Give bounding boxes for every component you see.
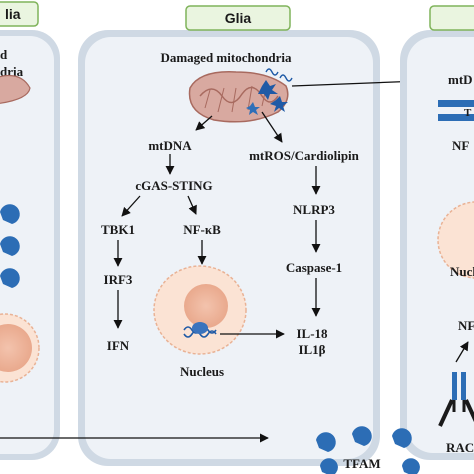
tfam-icon	[402, 458, 420, 474]
tbk1-label: TBK1	[101, 222, 135, 237]
right-header-box	[429, 5, 474, 31]
receptor-icon	[438, 100, 474, 121]
dna-binding-icon	[183, 322, 217, 338]
mtros-cardiolipin-label: mtROS/Cardiolipin	[249, 148, 360, 163]
arrow-mito-to-mtdna	[195, 115, 213, 131]
glia-header-label: Glia	[225, 10, 252, 26]
rac-receptor-icon	[438, 372, 474, 427]
tfam-icon	[0, 268, 20, 288]
right-t-label: T	[464, 107, 472, 119]
glia-nucleus	[153, 265, 247, 355]
left-header-box	[0, 1, 39, 27]
arrow-mito-to-mtros	[261, 111, 283, 143]
ifn-label: IFN	[107, 338, 130, 353]
right-mtd-label: mtD	[448, 72, 473, 87]
nfkb-label: NF-κB	[183, 222, 221, 237]
right-nf-label-1: NF	[452, 138, 469, 153]
tfam-icon	[352, 426, 372, 446]
damaged-mitochondria-icon	[188, 68, 293, 123]
mtdna-label: mtDNA	[148, 138, 192, 153]
damaged-mitochondria-label: Damaged mitochondria	[160, 50, 292, 65]
left-tfam-group	[0, 204, 20, 288]
right-nucleus-label: Nucl	[450, 264, 474, 279]
left-mitochondria-partial	[0, 75, 31, 104]
il18-label: IL-18	[296, 326, 328, 341]
tfam-icon	[316, 432, 336, 452]
glia-header-box	[185, 5, 291, 31]
arrow-cgas-to-nfkb	[187, 195, 197, 215]
tfam-icon	[320, 458, 338, 474]
right-nucleus	[437, 201, 474, 279]
nlrp3-label: NLRP3	[293, 202, 335, 217]
arrow-receptor-to-nf	[455, 341, 469, 363]
left-nucleus-inner	[0, 324, 32, 372]
cgas-sting-label: cGAS-STING	[135, 178, 212, 193]
left-header-label: lia	[5, 6, 21, 22]
tfam-icon	[0, 236, 20, 256]
tfam-icon	[392, 428, 412, 448]
tfam-icon	[0, 204, 20, 224]
tfam-label: TFAM	[343, 456, 380, 471]
left-text-1: d	[0, 47, 8, 62]
right-nf-label-2: NF	[458, 318, 474, 333]
extracellular-tfam-group	[316, 426, 420, 474]
left-cell: lia d dria	[0, 1, 60, 460]
nucleus-label: Nucleus	[180, 364, 224, 379]
irf3-label: IRF3	[104, 272, 133, 287]
glia-cell	[78, 30, 380, 466]
caspase1-label: Caspase-1	[286, 260, 342, 275]
il1b-label: IL1β	[298, 342, 325, 357]
rac-label: RAC	[446, 440, 474, 455]
arrow-cgas-to-tbk1	[121, 195, 141, 217]
glia-header: Glia	[185, 5, 291, 31]
